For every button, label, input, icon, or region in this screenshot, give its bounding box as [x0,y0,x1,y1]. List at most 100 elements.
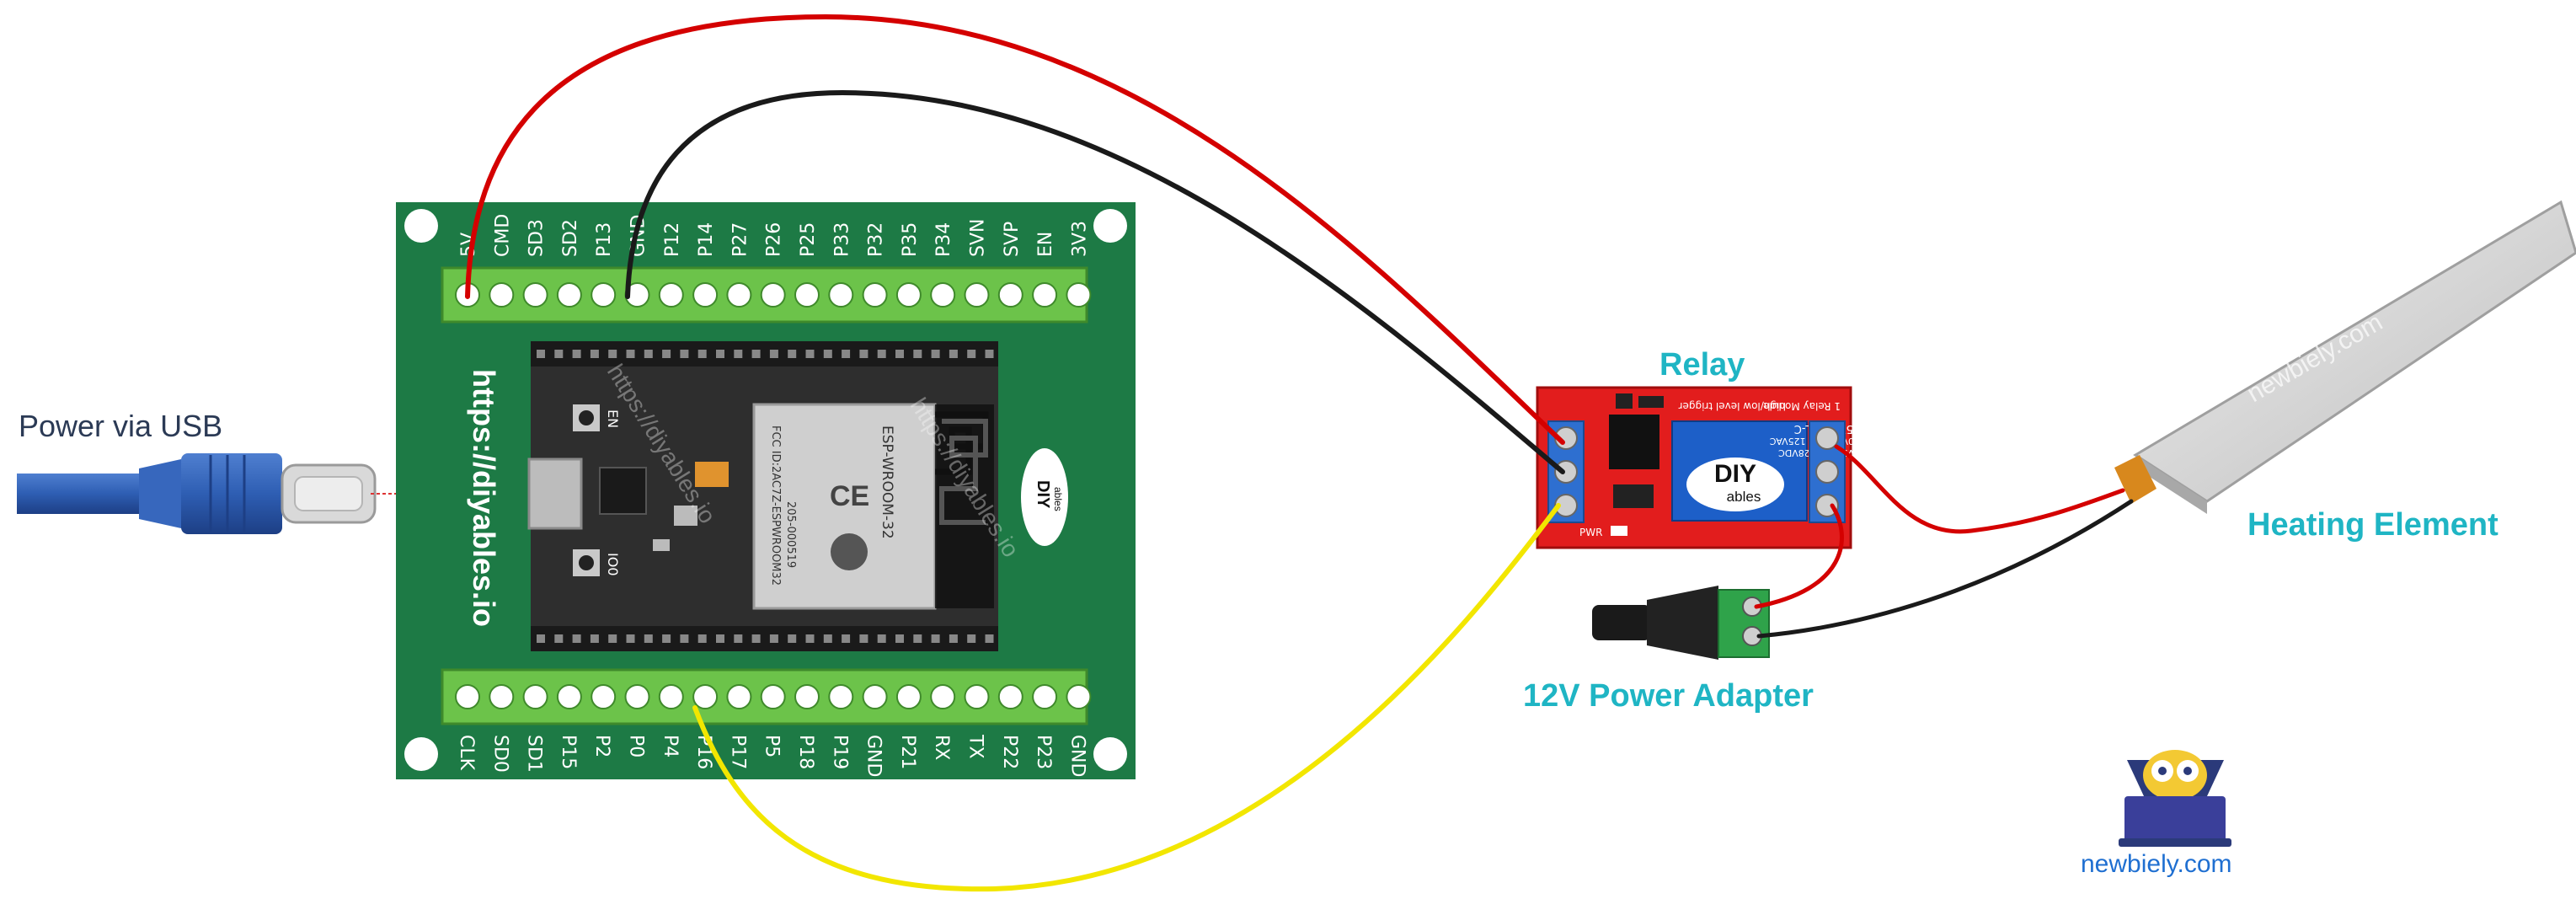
top-pin-label: SVP [1002,222,1023,257]
board-url: https://diyables.io [467,369,501,627]
terminal-screw [455,684,480,709]
relay-logo-text: DIY [1714,460,1756,488]
header-pin [697,634,707,643]
top-pin-label: P26 [764,222,785,257]
header-pin [877,350,886,358]
usb-uart-chip [599,467,647,515]
terminal-screw [964,684,990,709]
terminal-screw [522,684,548,709]
header-pin [662,350,671,358]
terminal-screw [489,282,515,308]
header-pin [967,634,976,643]
header-pin [913,634,922,643]
header-pin [823,634,832,643]
header-pin [572,350,581,358]
terminal-screw [1032,282,1058,308]
header-pin [716,350,724,358]
header-pin [554,634,564,643]
board-logo-subtext: ables [1052,487,1064,511]
header-pin [788,350,797,358]
top-pin-label: EN [1035,232,1056,257]
header-pin [644,634,653,643]
terminal-screw [930,282,956,308]
esp-wroom-32-module [752,403,937,610]
mount-hole [404,737,438,771]
top-pin-label: P25 [798,222,819,257]
top-pin-label: SVN [968,219,989,257]
terminal-screw [862,282,888,308]
header-pin [608,634,617,643]
top-pin-label: SD2 [560,219,581,257]
bottom-pin-label: GND [863,735,884,777]
relay-title: 1 Relay Module [1763,400,1841,412]
header-pin [788,634,797,643]
header-pin [734,634,743,643]
newbiely-logo [2119,750,2231,847]
terminal-screw [862,684,888,709]
capacitor [695,462,729,487]
terminal-screw [828,282,854,308]
terminal-screw [997,684,1023,709]
heating-element: newbiely.com [2114,200,2576,514]
top-pin-label: P35 [900,222,921,257]
terminal-screw [930,684,956,709]
relay-led-label: PWR [1579,527,1602,538]
bottom-terminal-screws [455,684,1092,709]
power-adapter-label: 12V Power Adapter [1523,678,1814,714]
top-pin-label: P34 [933,222,954,257]
terminal-screw [726,684,752,709]
bottom-pin-label: P23 [1033,735,1054,769]
top-pin-label: 3V3 [1069,221,1090,257]
header-pin [680,350,689,358]
header-pin [895,634,904,643]
header-pin [644,350,653,358]
terminal-screw [794,684,820,709]
terminal-screw [489,684,515,709]
header-pin [716,634,724,643]
terminal-screw [522,282,548,308]
top-pin-label: P14 [696,222,717,257]
header-pin [805,350,815,358]
board-logo-text: DIY [1034,480,1052,509]
header-pins [537,350,994,643]
en-label: EN [605,409,621,428]
mount-hole [404,209,438,243]
boot-label: IO0 [605,553,621,576]
module-code: 205-000519 [784,501,797,568]
bottom-pin-label: P0 [626,735,647,757]
terminal-screw [624,684,650,709]
relay-trigger: high/low level trigger [1679,400,1786,412]
header-pin [985,634,994,643]
header-pin [985,350,994,358]
header-pin [537,350,545,358]
wires [465,13,2134,892]
terminal-screw [895,684,922,709]
bottom-pin-label: P5 [762,735,783,757]
top-header [531,341,998,367]
relay-logo-subtext: ables [1727,489,1761,505]
header-pin [805,634,815,643]
top-pin-label: P33 [831,222,852,257]
top-pin-label: SD3 [526,219,548,257]
heater-lead-insulation [2114,455,2156,504]
terminal-screw [591,282,617,308]
top-pin-label: P12 [662,222,683,257]
bottom-pin-label: CLK [456,735,477,771]
terminal-screw [692,282,719,308]
header-pin [626,634,635,643]
bottom-pin-label: SD0 [489,735,510,773]
relay-jumper [1609,415,1659,469]
header-pin [697,350,707,358]
top-pin-label: P32 [866,222,887,257]
header-pin [859,634,868,643]
bottom-pin-label: P22 [999,735,1020,769]
terminal-screw [556,684,582,709]
wire-adapter-heater-black [1756,499,2134,639]
header-pin [913,350,922,358]
espressif-logo [831,533,868,570]
bottom-pin-label: SD1 [524,735,545,773]
terminal-screw [1066,684,1092,709]
header-pin [734,350,743,358]
